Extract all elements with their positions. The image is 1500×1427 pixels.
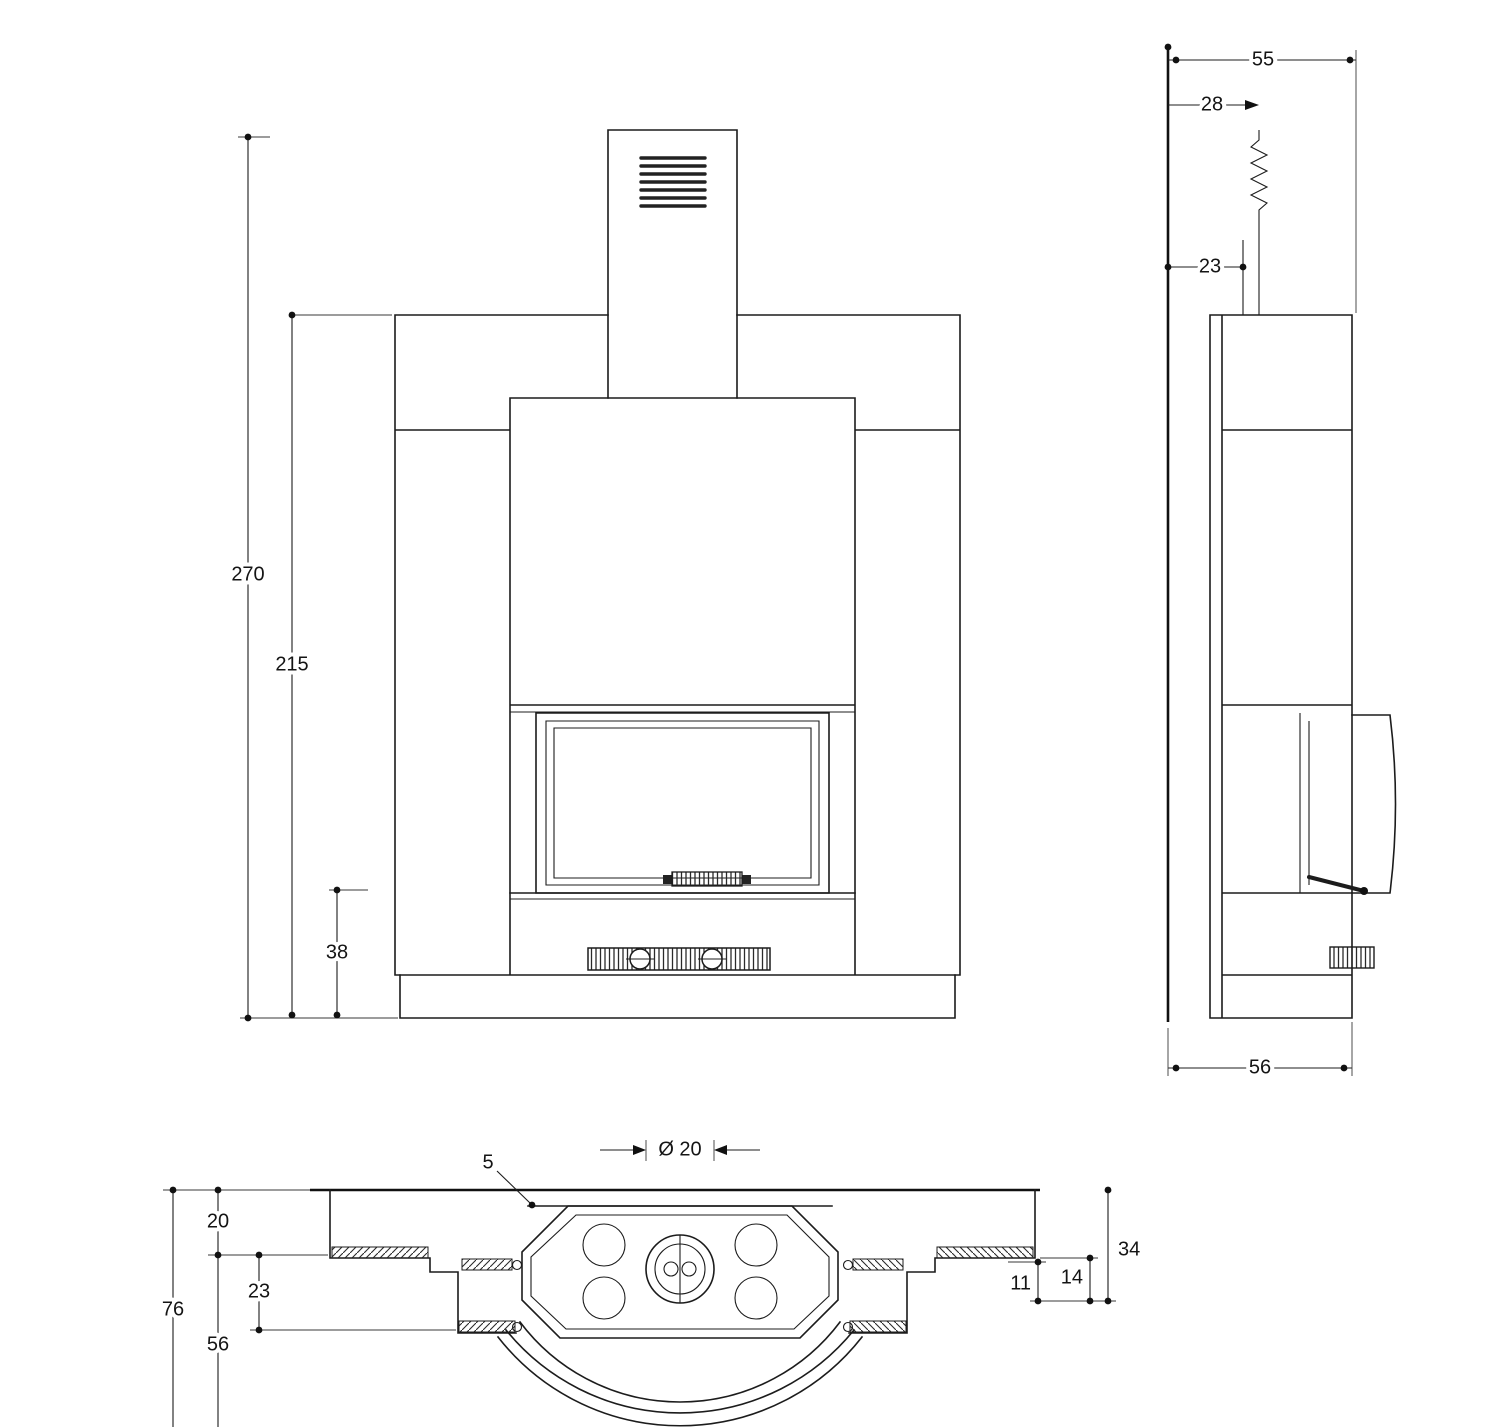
front-body-height-label: 215 bbox=[275, 653, 308, 675]
plan-right-total-label: 34 bbox=[1118, 1238, 1140, 1260]
wall-gap-dim: 5 bbox=[478, 1147, 536, 1209]
flue-pipe-section bbox=[1242, 130, 1269, 315]
side-door-edge bbox=[1299, 713, 1310, 893]
front-total-height-dim: 270 bbox=[227, 133, 398, 1022]
plan-right-step-label: 14 bbox=[1061, 1266, 1083, 1288]
plan-view: Ø 20 5 76 20 56 23 bbox=[158, 1134, 1144, 1427]
firebox-plan-body bbox=[521, 1205, 839, 1339]
plan-right-dims: 34 14 11 bbox=[1006, 1186, 1144, 1305]
wall-gap-label: 5 bbox=[482, 1151, 493, 1173]
front-arc-steps bbox=[496, 1320, 864, 1427]
convection-air-holes bbox=[582, 1223, 778, 1320]
front-base-height-dim: 38 bbox=[322, 886, 368, 1019]
flue-diameter-dim: Ø 20 bbox=[600, 1134, 760, 1164]
left-bench-plan bbox=[329, 1189, 523, 1334]
firebox bbox=[509, 712, 856, 900]
plan-rear-offset-label: 20 bbox=[207, 1210, 229, 1232]
side-upper-gap-label: 23 bbox=[1199, 255, 1221, 277]
front-base-height-label: 38 bbox=[326, 941, 348, 963]
right-bench-plan bbox=[842, 1189, 1036, 1334]
side-top-depth-label: 55 bbox=[1252, 48, 1274, 70]
plan-bench-depth-label: 23 bbox=[248, 1280, 270, 1302]
side-top-depth-dim: 55 bbox=[1168, 44, 1357, 313]
chimney-vent-grille-icon bbox=[639, 156, 707, 208]
plan-front-depth-label: 56 bbox=[207, 1333, 229, 1355]
ash-vent-grille bbox=[587, 947, 771, 971]
front-view: 270 215 38 bbox=[227, 129, 961, 1022]
base-plinth bbox=[399, 974, 956, 1019]
chimney bbox=[607, 129, 738, 399]
plan-right-inner-label: 11 bbox=[1010, 1272, 1031, 1294]
side-view: 55 28 23 56 bbox=[1164, 43, 1397, 1082]
front-body-height-dim: 215 bbox=[271, 311, 392, 1019]
flue-outlet-plan bbox=[645, 1234, 715, 1304]
side-vent-grille bbox=[1329, 946, 1375, 969]
side-flue-offset-label: 28 bbox=[1201, 93, 1223, 115]
plan-left-dims: 76 20 56 23 bbox=[158, 1186, 456, 1427]
flue-diameter-label: Ø 20 bbox=[658, 1138, 701, 1160]
firebox-grate-icon bbox=[663, 871, 751, 887]
side-depth-label: 56 bbox=[1249, 1056, 1271, 1078]
front-total-height-label: 270 bbox=[231, 563, 264, 585]
glass-front-profile bbox=[1351, 714, 1397, 894]
front-body-cladding bbox=[394, 314, 961, 976]
side-body bbox=[1209, 314, 1397, 1019]
side-depth-dim: 56 bbox=[1167, 1022, 1353, 1082]
flue-zigzag-icon bbox=[1249, 130, 1269, 315]
side-flue-offset-dim: 28 bbox=[1168, 89, 1259, 119]
side-upper-gap-dim: 23 bbox=[1164, 251, 1247, 281]
door-handle-icon bbox=[1307, 875, 1368, 895]
plan-total-depth-label: 76 bbox=[162, 1298, 184, 1320]
